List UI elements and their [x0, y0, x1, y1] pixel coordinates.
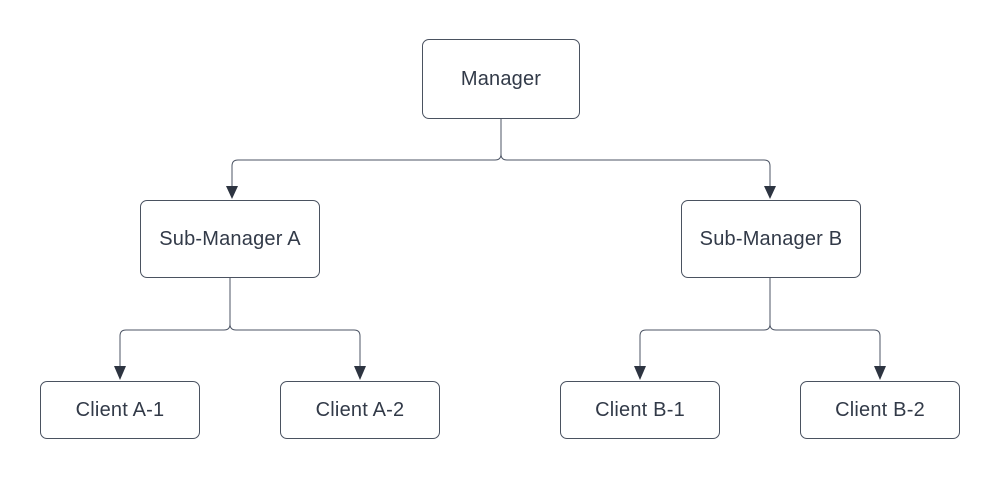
node-sub-manager-b[interactable]: Sub-Manager B	[681, 200, 861, 278]
arrow-down-icon	[226, 186, 238, 199]
arrow-down-icon	[634, 366, 646, 380]
node-client-a2[interactable]: Client A-2	[280, 381, 440, 439]
node-label: Client B-2	[835, 398, 925, 421]
connector-sub-manager-a-client-a2	[229, 278, 361, 366]
connector-sub-manager-a-client-a1	[119, 278, 231, 366]
arrow-down-icon	[354, 366, 366, 380]
node-manager[interactable]: Manager	[422, 39, 580, 119]
connector-manager-sub-manager-b	[500, 119, 771, 186]
node-label: Client A-2	[315, 398, 405, 421]
node-label: Sub-Manager B	[699, 227, 843, 250]
node-sub-manager-a[interactable]: Sub-Manager A	[140, 200, 320, 278]
node-label: Sub-Manager A	[159, 227, 301, 250]
connector-manager-sub-manager-a	[231, 119, 502, 186]
node-client-b2[interactable]: Client B-2	[800, 381, 960, 439]
node-label: Client B-1	[595, 398, 685, 421]
connector-sub-manager-b-client-b1	[639, 278, 771, 366]
arrow-down-icon	[114, 366, 126, 380]
node-label: Client A-1	[75, 398, 165, 421]
arrow-down-icon	[874, 366, 886, 380]
node-client-a1[interactable]: Client A-1	[40, 381, 200, 439]
arrow-down-icon	[764, 186, 776, 199]
node-client-b1[interactable]: Client B-1	[560, 381, 720, 439]
node-label: Manager	[460, 67, 542, 90]
connector-sub-manager-b-client-b2	[769, 278, 881, 366]
